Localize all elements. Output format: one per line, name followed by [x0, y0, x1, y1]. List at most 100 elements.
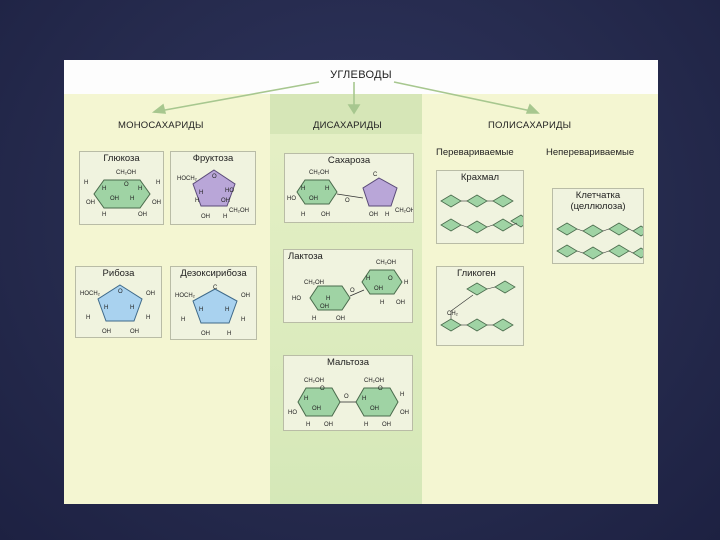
svg-text:O: O [350, 288, 355, 294]
header-band [64, 60, 658, 94]
svg-text:OH: OH [369, 212, 378, 218]
svg-text:H: H [385, 212, 389, 218]
svg-text:H: H [301, 212, 305, 218]
arrow-to-mono [153, 81, 320, 113]
svg-text:HOCH₂: HOCH₂ [80, 291, 101, 297]
svg-text:H: H [400, 392, 404, 398]
label-cellulose-line1: Клетчатка [575, 190, 621, 201]
svg-text:H: H [138, 186, 142, 192]
label-cellulose: Клетчатка (целлюлоза) [553, 190, 643, 212]
slide: УГЛЕВОДЫ МОНОСАХАРИДЫ ДИСАХАРИДЫ ПОЛИСАХ… [64, 60, 658, 504]
svg-text:O: O [212, 174, 217, 180]
svg-text:CH₂OH: CH₂OH [116, 170, 136, 176]
svg-text:CH₂OH: CH₂OH [309, 170, 329, 176]
svg-text:O: O [124, 182, 129, 188]
svg-text:OH: OH [130, 329, 139, 335]
label-maltose: Мальтоза [326, 357, 370, 368]
svg-text:H: H [227, 331, 231, 337]
svg-text:OH: OH [370, 406, 379, 412]
svg-text:H: H [225, 307, 229, 313]
svg-text:H: H [312, 316, 316, 322]
svg-text:H: H [362, 396, 366, 402]
svg-text:H: H [199, 307, 203, 313]
svg-text:OH: OH [241, 293, 250, 299]
svg-text:H: H [325, 186, 329, 192]
starch-structure [440, 194, 523, 234]
svg-text:HO: HO [292, 296, 301, 302]
arrowhead-mono [151, 103, 167, 114]
label-lactose: Лактоза [288, 251, 323, 262]
svg-text:O: O [320, 386, 325, 392]
svg-text:H: H [241, 317, 245, 323]
svg-text:CH₂: CH₂ [447, 311, 459, 317]
svg-text:OH: OH [324, 422, 333, 428]
svg-text:H: H [130, 305, 134, 311]
diagram-title: УГЛЕВОДЫ [330, 69, 392, 81]
svg-text:H: H [195, 198, 199, 204]
svg-text:OH: OH [320, 304, 329, 310]
svg-text:OH: OH [86, 200, 95, 206]
svg-text:CH₂OH: CH₂OH [229, 208, 249, 214]
svg-text:O: O [388, 276, 393, 282]
svg-text:H: H [156, 180, 160, 186]
svg-text:OH: OH [382, 422, 391, 428]
svg-text:H: H [102, 186, 106, 192]
hierarchy-arrows [151, 81, 540, 115]
svg-text:OH: OH [321, 212, 330, 218]
svg-text:CH₂OH: CH₂OH [364, 378, 384, 384]
svg-text:H: H [199, 190, 203, 196]
svg-text:CH₂OH: CH₂OH [304, 378, 324, 384]
svg-text:H: H [301, 186, 305, 192]
label-glucose: Глюкоза [103, 153, 140, 164]
glycogen-structure: CH₂ [440, 280, 516, 332]
svg-text:C: C [373, 172, 378, 178]
svg-text:O: O [378, 386, 383, 392]
category-disaccharides: ДИСАХАРИДЫ [313, 120, 382, 131]
cellulose-structure [556, 222, 643, 260]
category-polysaccharides: ПОЛИСАХАРИДЫ [488, 120, 572, 131]
card-starch: Крахмал [436, 170, 524, 244]
label-ribose: Рибоза [102, 268, 135, 279]
svg-text:H: H [86, 315, 90, 321]
label-glycogen: Гликоген [457, 268, 496, 279]
svg-text:HO: HO [287, 196, 296, 202]
svg-text:CH₂OH: CH₂OH [304, 280, 324, 286]
arrowhead-di [347, 104, 361, 115]
svg-text:H: H [366, 276, 370, 282]
svg-text:OH: OH [312, 406, 321, 412]
subheading-digestible: Перевариваемые [436, 147, 514, 158]
svg-text:H: H [84, 180, 88, 186]
svg-text:H: H [306, 422, 310, 428]
svg-text:OH: OH [138, 212, 147, 218]
svg-text:OH: OH [309, 196, 318, 202]
svg-text:H: H [146, 315, 150, 321]
svg-text:OH: OH [146, 291, 155, 297]
card-glycogen: CH₂ Гликоген [436, 266, 524, 346]
label-fructose: Фруктоза [192, 153, 234, 164]
svg-text:H: H [364, 422, 368, 428]
svg-text:OH: OH [102, 329, 111, 335]
svg-text:H: H [104, 305, 108, 311]
arrow-to-poly [393, 81, 537, 113]
svg-text:H: H [130, 196, 134, 202]
svg-text:HOCH₂: HOCH₂ [175, 293, 196, 299]
svg-text:OH: OH [400, 410, 409, 416]
svg-text:OH: OH [201, 214, 210, 220]
svg-text:HO: HO [288, 410, 297, 416]
svg-text:HOCH₂: HOCH₂ [177, 176, 198, 182]
svg-text:H: H [380, 300, 384, 306]
svg-text:CH₂OH: CH₂OH [395, 208, 414, 214]
label-starch: Крахмал [460, 172, 500, 183]
label-cellulose-line2: (целлюлоза) [570, 201, 626, 212]
